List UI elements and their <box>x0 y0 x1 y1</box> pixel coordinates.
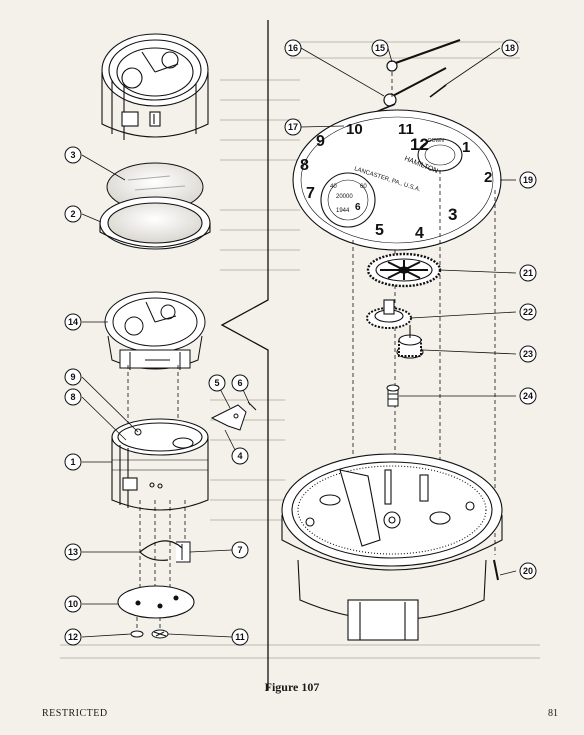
dial-sub-numeral-20000: 20000 <box>336 194 353 200</box>
callout-circle-13 <box>64 543 82 561</box>
dial-numeral-8: 8 <box>300 157 309 174</box>
callout-3: 3 <box>70 150 75 160</box>
dial-numeral-3: 3 <box>448 205 457 224</box>
callout-21: 21 <box>523 268 533 278</box>
callout-circle-1 <box>64 453 82 471</box>
callout-16: 16 <box>288 43 298 53</box>
movement-with-dial <box>104 291 206 370</box>
callout-22: 22 <box>523 307 533 317</box>
callout-5: 5 <box>214 378 219 388</box>
dial-numeral-4: 4 <box>415 225 424 242</box>
callout-14: 14 <box>68 317 78 327</box>
callout-circle-12 <box>64 628 82 646</box>
callout-circle-19 <box>519 171 537 189</box>
callout-10: 10 <box>68 599 78 609</box>
page-number: 81 <box>548 708 558 719</box>
hour-wheel-gear <box>366 252 442 288</box>
callout-1: 1 <box>70 457 75 467</box>
bezel-ring <box>99 196 211 250</box>
dial-year: 1944 <box>336 208 350 214</box>
dial-numeral-12: 12 <box>410 135 429 154</box>
callout-circle-22 <box>519 303 537 321</box>
callout-circle-20 <box>519 562 537 580</box>
assembled-clock <box>101 33 209 140</box>
snap-ring <box>139 540 183 561</box>
callout-circle-23 <box>519 345 537 363</box>
callouts <box>64 39 537 646</box>
dial-numeral-10: 10 <box>346 121 363 138</box>
callout-4: 4 <box>237 451 242 461</box>
callout-circle-16 <box>284 39 302 57</box>
setting-screw <box>386 384 400 407</box>
callout-circle-4 <box>231 447 249 465</box>
callout-circle-15 <box>371 39 389 57</box>
callout-17: 17 <box>288 122 298 132</box>
callout-circle-3 <box>64 146 82 164</box>
dial-sub-numeral-40: 40 <box>330 184 337 190</box>
dial-numeral-9: 9 <box>316 133 325 150</box>
callout-circle-9 <box>64 368 82 386</box>
callout-circle-18 <box>501 39 519 57</box>
callout-circle-7 <box>231 541 249 559</box>
restricted-marking: RESTRICTED <box>42 708 108 719</box>
callout-9: 9 <box>70 372 75 382</box>
callout-12: 12 <box>68 632 78 642</box>
dial-numeral-6: 6 <box>355 202 361 213</box>
screws <box>130 629 169 639</box>
callout-circle-8 <box>64 388 82 406</box>
background-table-ghost <box>60 41 540 659</box>
back-plate <box>117 585 195 619</box>
callout-circle-11 <box>231 628 249 646</box>
callout-24: 24 <box>523 391 533 401</box>
callout-13: 13 <box>68 547 78 557</box>
clock-case <box>111 418 209 511</box>
callout-circle-17 <box>284 118 302 136</box>
callout-circle-10 <box>64 595 82 613</box>
dial-numeral-11: 11 <box>398 121 414 138</box>
callout-15: 15 <box>375 43 385 53</box>
dial-numeral-5: 5 <box>375 222 384 239</box>
movement-frame <box>281 453 503 641</box>
callout-circle-24 <box>519 387 537 405</box>
callout-6: 6 <box>237 378 242 388</box>
assembly-divider <box>220 20 269 690</box>
small-parts <box>134 401 257 563</box>
figure-caption: Figure 107 <box>264 680 320 694</box>
callout-circle-2 <box>64 205 82 223</box>
callout-2: 2 <box>70 209 75 219</box>
dial-wind-label: DOWN <box>428 138 444 144</box>
callout-circle-5 <box>208 374 226 392</box>
callout-18: 18 <box>505 43 515 53</box>
dial-sub-numeral-60: 60 <box>360 184 367 190</box>
callout-19: 19 <box>523 175 533 185</box>
callout-7: 7 <box>237 545 242 555</box>
callout-circle-6 <box>231 374 249 392</box>
callout-circle-14 <box>64 313 82 331</box>
callout-23: 23 <box>523 349 533 359</box>
callout-11: 11 <box>235 632 245 642</box>
cannon-pinion <box>366 299 412 329</box>
dial-numeral-7: 7 <box>306 185 315 202</box>
callout-labels: 3 2 14 9 8 1 13 10 12 11 7 4 5 6 16 15 1… <box>68 43 533 642</box>
minute-wheel <box>396 325 424 359</box>
callout-20: 20 <box>523 566 533 576</box>
callout-8: 8 <box>70 392 75 402</box>
callout-circle-21 <box>519 264 537 282</box>
hands <box>342 39 461 130</box>
dial-numeral-2: 2 <box>484 169 492 186</box>
dial-numeral-1: 1 <box>462 139 470 156</box>
